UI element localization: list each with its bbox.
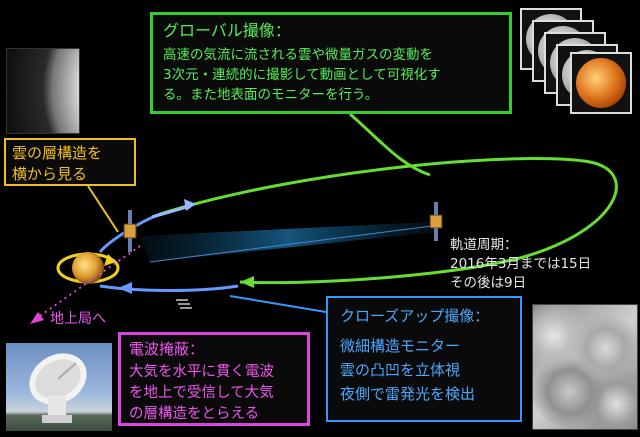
limb-image [6, 48, 80, 134]
orbit-period-line: その後は9日 [450, 275, 527, 291]
orbit-period-line: 2016年3月までは15日 [450, 256, 592, 272]
global-imaging-line: 高速の気流に流される雲や微量ガスの変動を [163, 47, 433, 63]
orbit-near-bottom [99, 284, 239, 292]
orbit-arrow-far-1 [240, 276, 254, 288]
global-imaging-line: 3次元・連続的に撮影して動画として可視化す [163, 67, 441, 83]
closeup-connector [229, 295, 327, 313]
orbit-near-top [151, 204, 191, 219]
ground-antenna-icon [29, 353, 87, 423]
spacecraft-icon [123, 210, 137, 252]
cloud-layer-connector [87, 185, 119, 233]
orbit-period: 軌道周期： 2016年3月までは15日 その後は9日 [450, 236, 591, 293]
lightning-icon [176, 299, 192, 309]
global-imaging-line: る。また地表面のモニターを行う。 [163, 87, 379, 103]
cloud-layer-line: 雲の層構造を [12, 144, 103, 162]
orbit-arrow-near [118, 282, 132, 294]
closeup-imaging-item: 雲の凸凹を立体視 [340, 361, 461, 379]
venus-image-stack [520, 8, 636, 124]
cloud-closeup-image [532, 304, 638, 430]
radio-arrow [30, 312, 44, 324]
orbit-far-side [159, 157, 618, 285]
radio-occultation-line: を地上で受信して大気 [129, 385, 274, 401]
observation-beam [140, 222, 436, 262]
radio-occultation-box: 電波掩蔽： 大気を水平に貫く電波 を地上で受信して大気 の層構造をとらえる [118, 332, 310, 426]
cloud-layer-box: 雲の層構造を 横から見る [4, 138, 136, 186]
closeup-imaging-item: 微細構造モニター [340, 337, 461, 355]
cloud-layer-line: 横から見る [12, 165, 88, 183]
global-imaging-box: グローバル撮像： 高速の気流に流される雲や微量ガスの変動を 3次元・連続的に撮影… [150, 12, 512, 114]
ground-antenna-image [6, 343, 112, 431]
radio-occultation-title: 電波掩蔽： [129, 340, 205, 358]
ground-station-label: 地上局へ [50, 311, 106, 327]
beam-edge [149, 225, 433, 263]
global-imaging-title: グローバル撮像： [163, 21, 291, 40]
closeup-imaging-item: 夜側で雷発光を検出 [340, 385, 476, 403]
closeup-imaging-title: クローズアップ撮像： [340, 307, 490, 325]
orbit-period-line: 軌道周期： [450, 237, 518, 253]
limb-ring-arrow [104, 254, 116, 266]
global-connector [349, 112, 431, 177]
orbit-arrow-near-top [184, 199, 196, 211]
radio-occultation-line: の層構造をとらえる [129, 406, 260, 422]
closeup-imaging-box: クローズアップ撮像： 微細構造モニター 雲の凸凹を立体視 夜側で雷発光を検出 [326, 296, 522, 422]
radio-occultation-line: 大気を水平に貫く電波 [129, 364, 274, 380]
spacecraft-apoapsis-icon [429, 202, 443, 241]
venus-planet [72, 252, 104, 284]
